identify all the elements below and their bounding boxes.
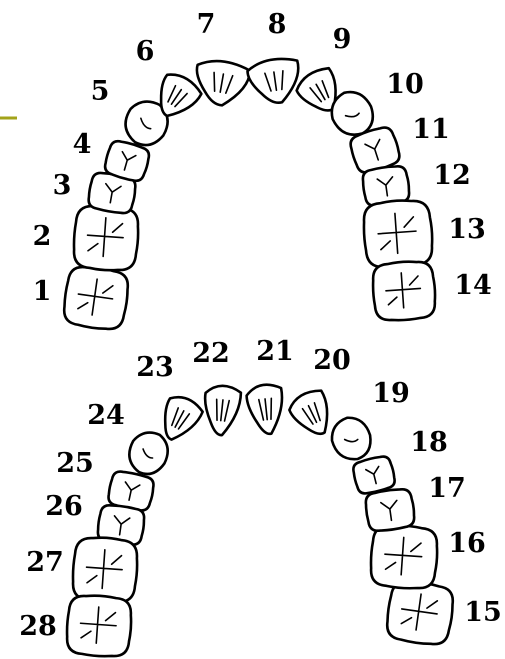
tooth-16-molar: [369, 524, 439, 591]
tooth-number-label: 6: [136, 36, 155, 67]
tooth-28-molar: [65, 594, 133, 658]
tooth-number-label: 3: [53, 170, 72, 201]
tooth-22-incisor: [201, 384, 241, 437]
tooth-8-incisor: [246, 56, 303, 106]
tooth-number-label: 19: [372, 378, 410, 409]
tooth-21-incisor: [246, 383, 286, 436]
tooth-1-molar: [61, 264, 130, 332]
tooth-number-label: 7: [197, 9, 216, 40]
tooth-14-molar: [371, 260, 437, 322]
tooth-number-label: 10: [386, 69, 424, 100]
tooth-27-molar: [71, 536, 139, 605]
tooth-number-label: 21: [256, 336, 294, 367]
tooth-number-label: 1: [33, 276, 52, 307]
tooth-outline: [369, 524, 439, 591]
tooth-number-label: 26: [45, 491, 83, 522]
tooth-20-incisor: [286, 387, 339, 443]
tooth-outline: [326, 412, 378, 466]
tooth-number-label: 23: [136, 352, 174, 383]
tooth-number-label: 9: [333, 24, 352, 55]
tooth-outline: [362, 198, 434, 269]
tooth-19-canine: [326, 412, 378, 466]
tooth-number-label: 12: [433, 160, 471, 191]
tooth-outline: [71, 536, 139, 605]
tooth-number-label: 11: [412, 114, 450, 145]
tooth-number-label: 28: [19, 611, 57, 642]
tooth-number-label: 15: [464, 597, 502, 628]
tooth-outline: [371, 260, 437, 322]
tooth-number-label: 4: [73, 129, 92, 160]
tooth-number-label: 17: [428, 473, 466, 504]
tooth-13-molar: [362, 198, 434, 269]
tooth-number-label: 27: [26, 547, 64, 578]
tooth-7-incisor: [191, 57, 251, 109]
tooth-number-label: 16: [448, 528, 486, 559]
tooth-number-label: 8: [268, 9, 287, 40]
tooth-outline: [72, 204, 140, 273]
tooth-number-label: 2: [33, 221, 52, 252]
tooth-number-label: 14: [454, 270, 492, 301]
tooth-number-label: 22: [192, 338, 230, 369]
tooth-outline: [61, 264, 130, 332]
tooth-outline: [65, 594, 133, 658]
tooth-number-label: 18: [410, 427, 448, 458]
tooth-number-label: 20: [313, 345, 351, 376]
tooth-number-label: 13: [448, 214, 486, 245]
tooth-number-label: 25: [56, 448, 94, 479]
tooth-17-premolar: [364, 487, 416, 533]
tooth-2-molar: [72, 204, 140, 273]
tooth-number-label: 5: [91, 76, 110, 107]
tooth-number-label: 24: [87, 400, 125, 431]
